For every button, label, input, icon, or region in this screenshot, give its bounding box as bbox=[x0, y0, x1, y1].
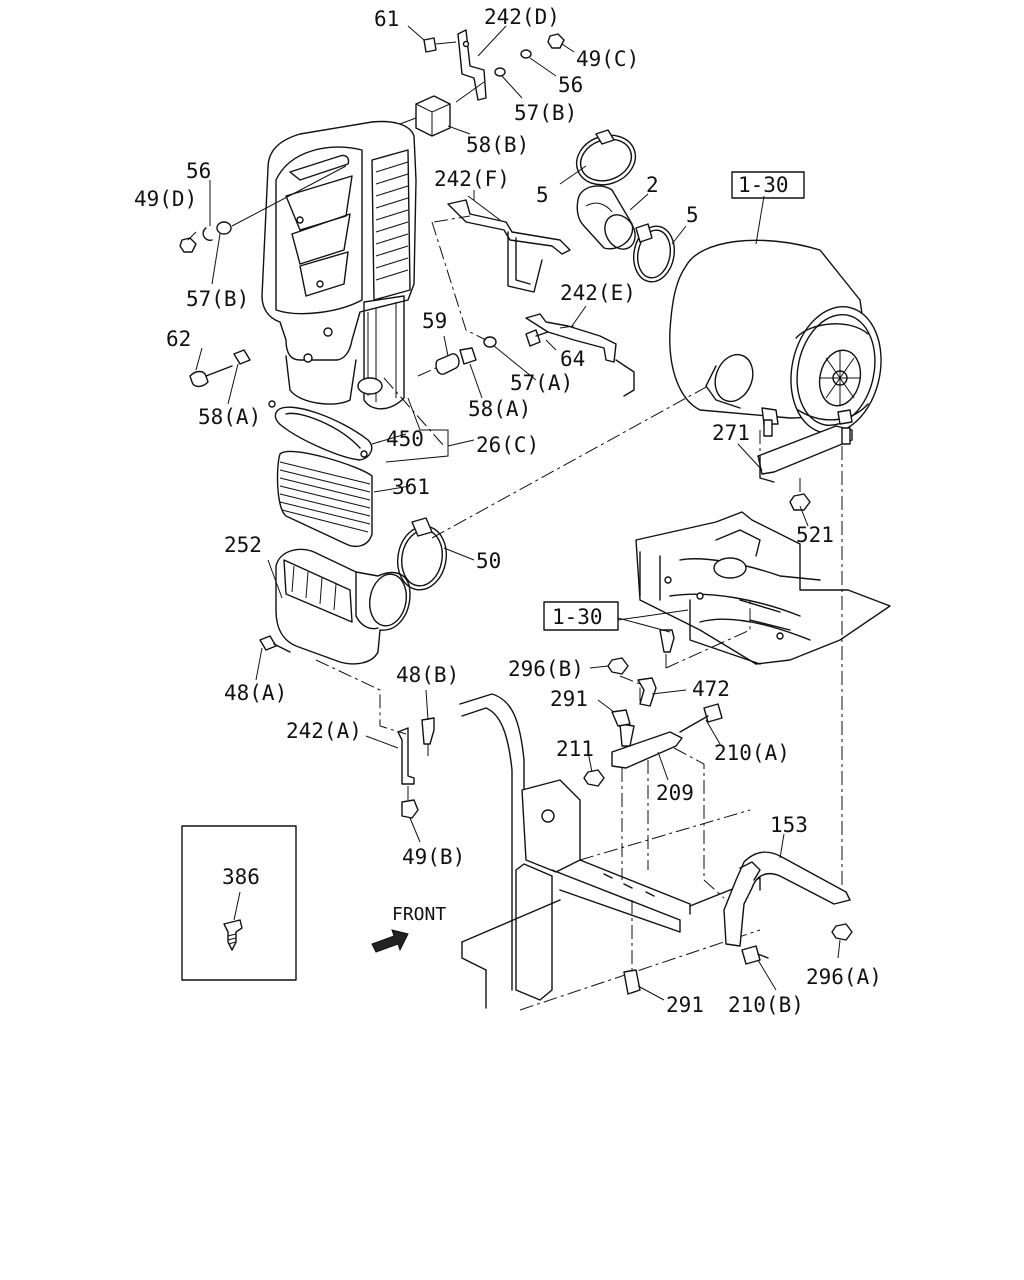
bellows-361 bbox=[276, 450, 373, 547]
label-210a: 210(A) bbox=[714, 741, 790, 765]
label-48b: 48(B) bbox=[396, 663, 459, 687]
nut-521 bbox=[789, 493, 811, 511]
label-291-bottom: 291 bbox=[666, 993, 704, 1017]
label-49d: 49(D) bbox=[134, 187, 197, 211]
pre-cleaner-252 bbox=[275, 548, 411, 665]
front-label: FRONT bbox=[392, 904, 446, 925]
label-521: 521 bbox=[796, 523, 834, 547]
label-50: 50 bbox=[476, 549, 501, 573]
bolt-61 bbox=[423, 37, 457, 53]
part-labels: 61 242(D) 49(C) 56 57(B) 58(B) 56 49(D) … bbox=[134, 5, 882, 1017]
bracket-242d bbox=[457, 29, 487, 101]
label-48a: 48(A) bbox=[224, 681, 287, 705]
bolt-floor bbox=[659, 629, 675, 653]
label-5-lower: 5 bbox=[686, 203, 699, 227]
label-61: 61 bbox=[374, 7, 399, 31]
label-153: 153 bbox=[770, 813, 808, 837]
label-5-upper: 5 bbox=[536, 183, 549, 207]
screw-inset bbox=[181, 825, 297, 981]
label-271: 271 bbox=[712, 421, 750, 445]
bracket-209 bbox=[583, 703, 723, 787]
label-49c: 49(C) bbox=[576, 47, 639, 71]
label-209: 209 bbox=[656, 781, 694, 805]
hose-450 bbox=[268, 400, 373, 461]
label-296b: 296(B) bbox=[508, 657, 584, 681]
bracket-271 bbox=[757, 419, 853, 483]
bracket-153 bbox=[623, 851, 853, 995]
label-242d: 242(D) bbox=[484, 5, 560, 29]
label-242a: 242(A) bbox=[286, 719, 362, 743]
label-58a-mid: 58(A) bbox=[468, 397, 531, 421]
label-56-top: 56 bbox=[558, 73, 583, 97]
label-472: 472 bbox=[692, 677, 730, 701]
label-64: 64 bbox=[560, 347, 585, 371]
bracket-242a bbox=[397, 717, 435, 819]
label-57b-left: 57(B) bbox=[186, 287, 249, 311]
label-361: 361 bbox=[392, 475, 430, 499]
rubber-mount bbox=[399, 95, 451, 137]
label-57b-top: 57(B) bbox=[514, 101, 577, 125]
floor-panel bbox=[635, 511, 891, 665]
hose-clamp-upper bbox=[575, 129, 637, 186]
label-130-top: 1-30 bbox=[738, 173, 789, 197]
label-56-left: 56 bbox=[186, 159, 211, 183]
label-291-top: 291 bbox=[550, 687, 588, 711]
label-59: 59 bbox=[422, 309, 447, 333]
label-386: 386 bbox=[222, 865, 260, 889]
label-210b: 210(B) bbox=[728, 993, 804, 1017]
spacer-59 bbox=[417, 353, 460, 377]
hose-clamp-lower bbox=[633, 223, 675, 283]
bracket-242e bbox=[525, 313, 635, 397]
air-cleaner-assembly bbox=[669, 239, 882, 434]
label-296a: 296(A) bbox=[806, 965, 882, 989]
ref-box-top bbox=[731, 171, 805, 199]
air-intake-housing bbox=[261, 120, 417, 410]
bracket-472 bbox=[607, 657, 657, 707]
front-arrow-icon bbox=[371, 929, 409, 953]
label-49b: 49(B) bbox=[402, 845, 465, 869]
small-hardware bbox=[179, 33, 565, 388]
clamp-50 bbox=[397, 517, 447, 591]
label-57a: 57(A) bbox=[510, 371, 573, 395]
bolt-48a bbox=[259, 635, 291, 653]
label-26c: 26(C) bbox=[476, 433, 539, 457]
bracket-242f bbox=[447, 199, 571, 293]
hose-2 bbox=[576, 185, 636, 250]
label-58b: 58(B) bbox=[466, 133, 529, 157]
ref-box-mid bbox=[543, 601, 619, 631]
label-242e: 242(E) bbox=[560, 281, 636, 305]
label-2: 2 bbox=[646, 173, 659, 197]
label-252: 252 bbox=[224, 533, 262, 557]
label-58a-left: 58(A) bbox=[198, 405, 261, 429]
label-242f: 242(F) bbox=[434, 167, 510, 191]
label-211: 211 bbox=[556, 737, 594, 761]
chassis-frame bbox=[459, 693, 761, 1011]
label-450: 450 bbox=[386, 427, 424, 451]
label-62: 62 bbox=[166, 327, 191, 351]
label-130-mid: 1-30 bbox=[552, 605, 603, 629]
leader-lines bbox=[187, 25, 843, 1001]
